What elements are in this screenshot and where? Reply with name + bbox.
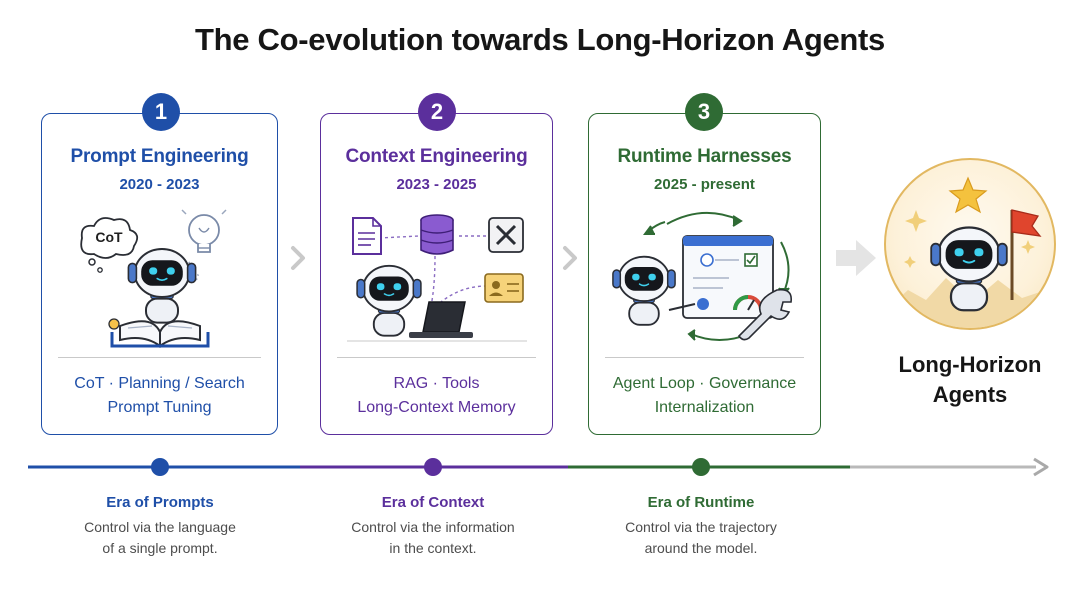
flag-icon [1010,209,1042,300]
chevron-right-icon [291,246,305,270]
sparkle-icon [904,210,1035,268]
era-desc-context: Control via the information in the conte… [313,517,553,559]
card-years: 2025 - present [654,176,755,193]
context-engineering-illustration [347,214,527,342]
step-badge-3: 3 [685,93,723,131]
card-divider [605,357,804,358]
runtime-harnesses-illustration [611,211,793,341]
era-desc-runtime: Control via the trajectory around the mo… [581,517,821,559]
goal-label-line1: Long-Horizon [898,352,1042,377]
era-name-prompts: Era of Prompts [106,494,214,511]
goal-label-line2: Agents [932,382,1008,407]
wrench-icon [737,288,793,341]
card-topic-line1: CoT · Planning / Search [74,375,245,392]
card-context-engineering: Context Engineering 2023 - 2025 [320,113,553,435]
robot-icon [356,264,422,337]
card-topic-line1: Agent Loop · Governance [612,375,797,392]
era-desc-prompts: Control via the language of a single pro… [40,517,280,559]
era-desc-line2: around the model. [644,540,758,556]
laptop-icon [409,301,473,338]
robot-icon [127,248,197,324]
thought-bubble-icon: CoT [80,217,139,273]
card-title: Context Engineering [345,146,528,167]
card-title: Prompt Engineering [70,146,249,167]
card-title: Runtime Harnesses [617,146,792,167]
star-icon [948,176,988,214]
card-years: 2023 - 2025 [396,176,477,193]
card-topic-line2: Long-Context Memory [357,399,516,416]
era-desc-line1: Control via the information [351,519,515,535]
lightbulb-icon [181,209,227,281]
era-name-context: Era of Context [381,494,485,511]
era-desc-line1: Control via the trajectory [625,519,777,535]
chevron-right-icon [563,246,577,270]
goal-badge [884,158,1056,330]
card-topic-line2: Internalization [654,399,755,416]
goal-illustration [886,176,1054,328]
card-years: 2020 - 2023 [119,176,200,193]
card-divider [337,357,536,358]
open-book-icon [108,318,210,348]
step-badge-2: 2 [418,93,456,131]
tools-icon [488,217,524,253]
timeline-track [28,457,1049,477]
bubble-text: CoT [95,229,123,245]
card-runtime-harnesses: Runtime Harnesses 2025 - present [588,113,821,435]
contact-card-icon [484,273,524,303]
arrow-right-icon [836,240,876,276]
card-topic-line2: Prompt Tuning [107,399,212,416]
document-icon [352,217,382,255]
era-name-runtime: Era of Runtime [647,494,755,511]
timeline-node-prompts [151,458,169,476]
card-divider [58,357,261,358]
card-topic-line1: RAG · Tools [393,375,480,392]
robot-icon [611,255,677,326]
era-desc-line2: in the context. [389,540,477,556]
database-icon [420,214,454,255]
timeline-arrowhead [1033,457,1049,477]
timeline-node-runtime [692,458,710,476]
diagram-title: The Co-evolution towards Long-Horizon Ag… [195,22,885,57]
era-desc-line1: Control via the language [84,519,236,535]
step-badge-1: 1 [142,93,180,131]
timeline-node-context [424,458,442,476]
goal-label: Long-Horizon Agents [880,350,1060,410]
prompt-engineering-illustration: CoT [80,209,227,348]
card-prompt-engineering: Prompt Engineering 2020 - 2023 CoT [41,113,278,435]
era-desc-line2: of a single prompt. [102,540,218,556]
